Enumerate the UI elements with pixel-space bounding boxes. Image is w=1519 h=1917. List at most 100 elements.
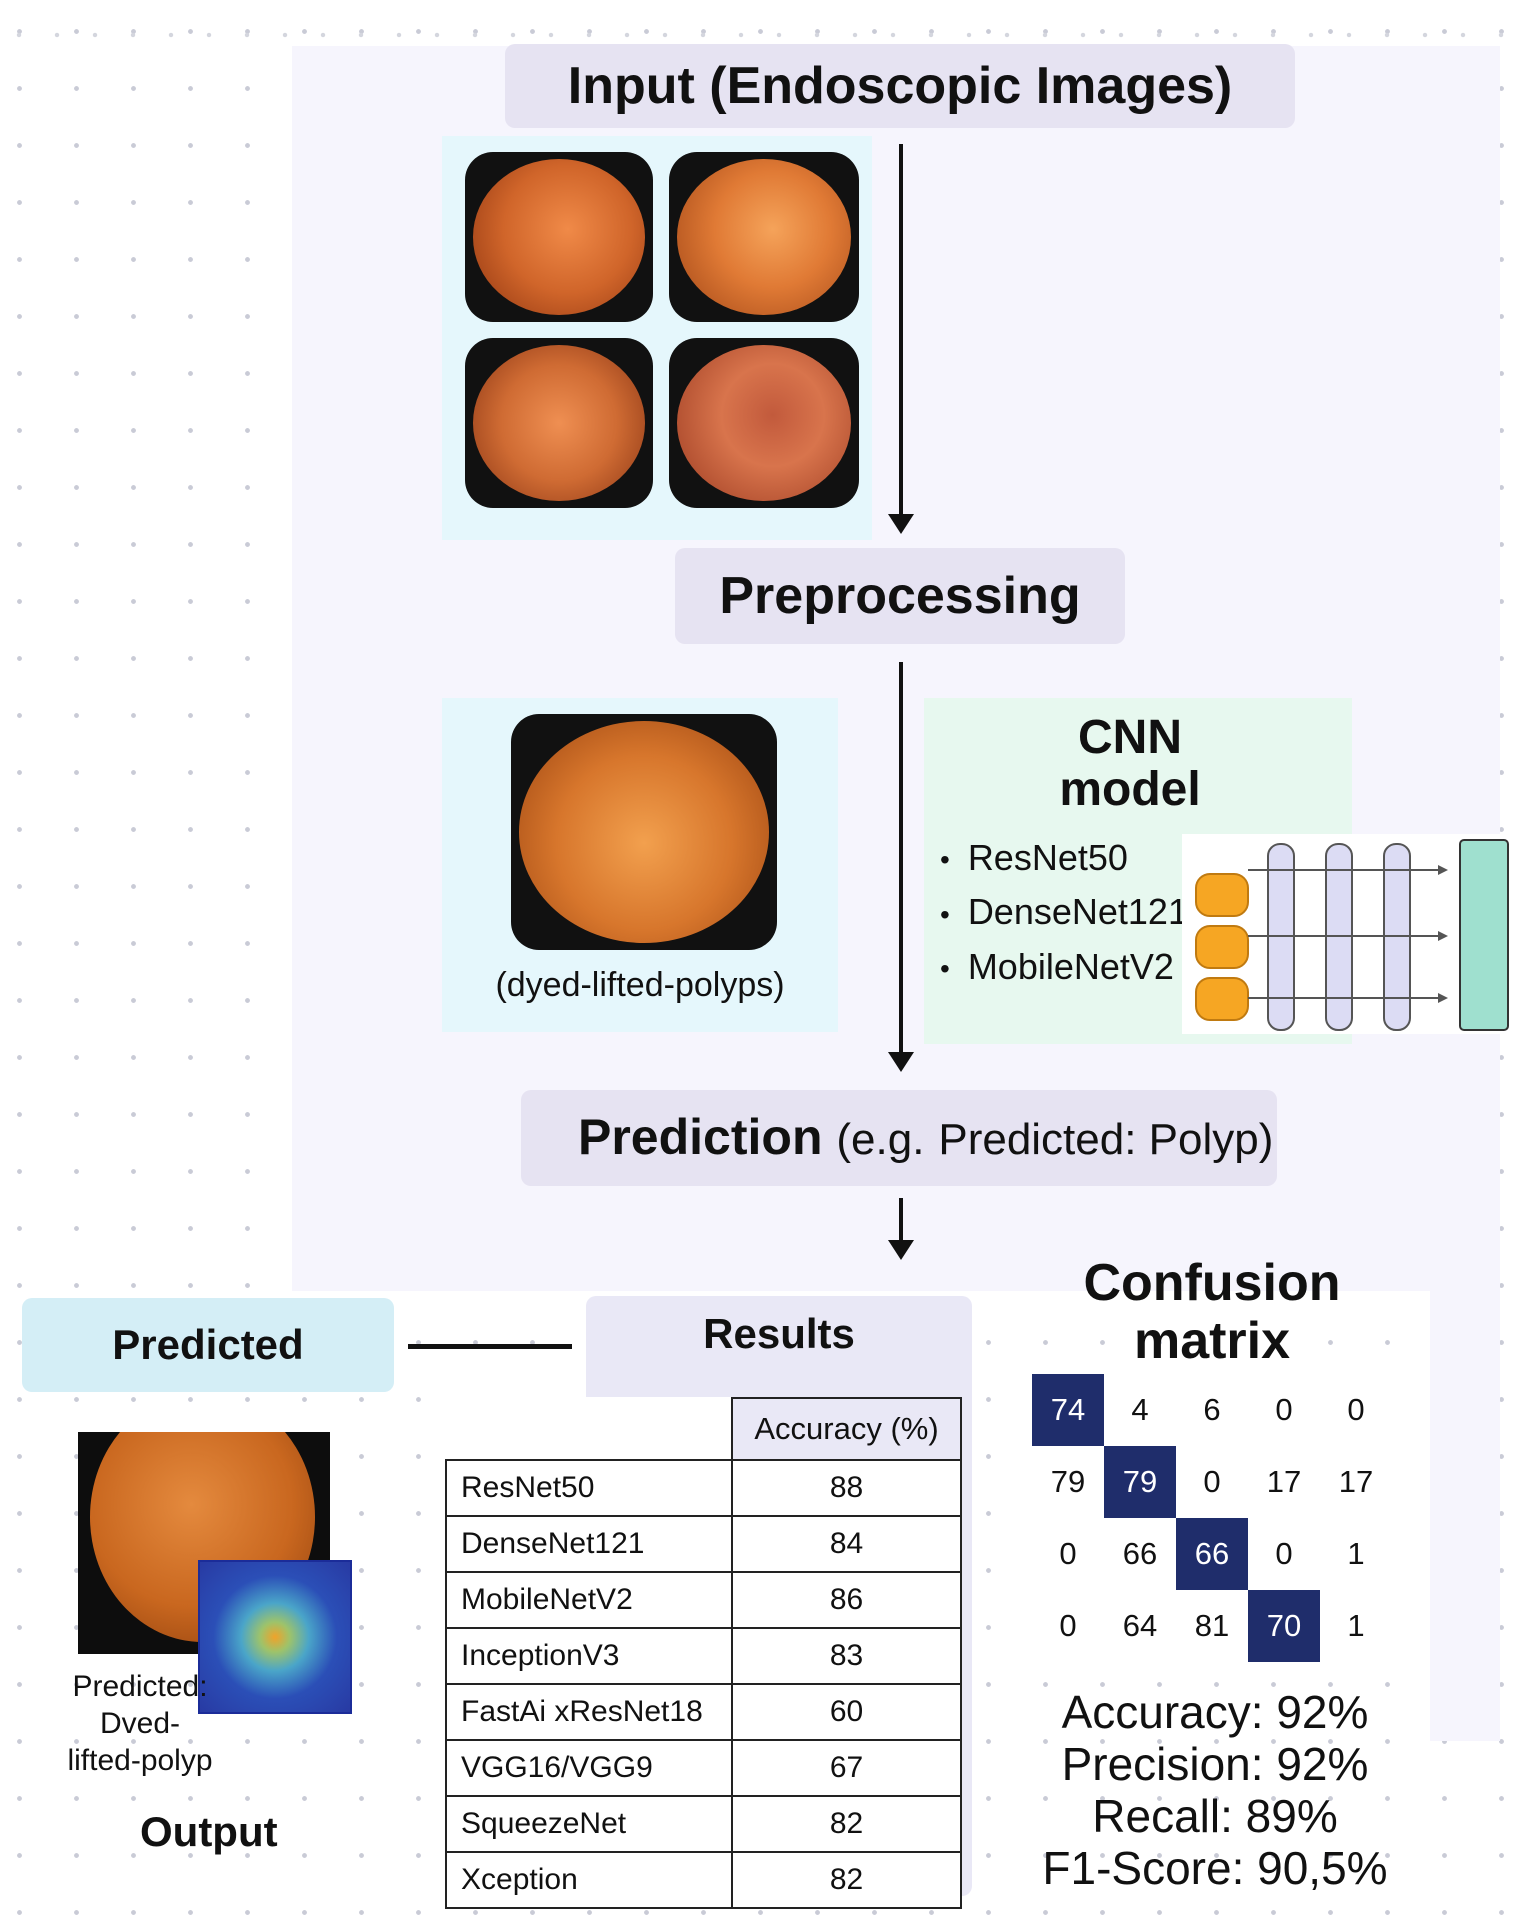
input-node xyxy=(1195,873,1249,917)
confusion-matrix-title: Confusion matrix xyxy=(1030,1254,1394,1370)
confusion-matrix-cell: 64 xyxy=(1122,1608,1158,1643)
predicted-title-box: Predicted xyxy=(22,1298,394,1392)
arrow-right-icon xyxy=(1438,993,1448,1003)
predicted-results-connector xyxy=(408,1344,572,1349)
predicted-class-line3: lifted-polyp xyxy=(67,1744,213,1777)
confusion-matrix-cell: 81 xyxy=(1194,1608,1230,1643)
cnn-network-diagram xyxy=(1182,834,1509,1034)
cnn-model-item: MobileNetV2 xyxy=(940,941,1188,995)
prediction-box xyxy=(521,1090,1277,1186)
prediction-example: (e.g. xyxy=(836,1115,925,1164)
confusion-matrix-cell: 4 xyxy=(1131,1392,1149,1427)
results-title: Results xyxy=(703,1310,855,1357)
confusion-matrix-cell: 74 xyxy=(1032,1374,1104,1446)
predicted-class-line2: Dved- xyxy=(99,1707,181,1740)
confusion-matrix-cell: 66 xyxy=(1122,1536,1158,1571)
accuracy-cell: 82 xyxy=(731,1795,962,1853)
confusion-matrix-cell: 1 xyxy=(1347,1536,1365,1571)
confusion-matrix-cell: 66 xyxy=(1176,1518,1248,1590)
input-node xyxy=(1195,925,1249,969)
confusion-matrix-cell: 0 xyxy=(1347,1392,1365,1427)
confusion-matrix-title-line2: matrix xyxy=(1133,1312,1291,1370)
accuracy-column-header: Accuracy (%) xyxy=(731,1397,962,1461)
accuracy-cell: 86 xyxy=(731,1571,962,1629)
arrow-right-icon xyxy=(1438,931,1448,941)
endoscopic-image-1 xyxy=(465,152,653,322)
arrow-down-icon xyxy=(888,1052,914,1072)
predicted-title: Predicted xyxy=(112,1321,304,1368)
predicted-class-label: Predicted: Dved- lifted-polyp xyxy=(40,1668,240,1779)
preprocessed-endoscopic-image xyxy=(511,714,777,950)
predicted-class-line1: Predicted: xyxy=(72,1670,208,1703)
metric-f1-score: F1-Score: 90,5% xyxy=(1042,1842,1388,1894)
input-node xyxy=(1195,977,1249,1021)
metric-precision: Precision: 92% xyxy=(1061,1738,1369,1790)
model-name-cell: FastAi xResNet18 xyxy=(445,1683,733,1741)
confusion-matrix-cell: 0 xyxy=(1059,1608,1077,1643)
model-name-cell: Xception xyxy=(445,1851,733,1909)
model-name-cell: SqueezeNet xyxy=(445,1795,733,1853)
model-name-cell: VGG16/VGG9 xyxy=(445,1739,733,1797)
accuracy-cell: 67 xyxy=(731,1739,962,1797)
prediction-heatmap xyxy=(198,1560,352,1714)
model-name-cell: InceptionV3 xyxy=(445,1627,733,1685)
pipeline-panel-extension xyxy=(1430,1291,1500,1741)
arrow-down-icon xyxy=(888,514,914,534)
confusion-matrix-cell: 0 xyxy=(1275,1392,1293,1427)
preprocessing-title-box: Preprocessing xyxy=(675,548,1125,644)
cnn-title-line1: CNN xyxy=(1078,711,1182,764)
cnn-model-item: ResNet50 xyxy=(940,832,1188,886)
preprocessing-title: Preprocessing xyxy=(719,567,1081,625)
prediction-text: Prediction (e.g. Predicted: Polyp) xyxy=(578,1108,1273,1166)
model-name-cell: DenseNet121 xyxy=(445,1515,733,1573)
metric-accuracy: Accuracy: 92% xyxy=(1061,1686,1369,1738)
accuracy-cell: 60 xyxy=(731,1683,962,1741)
confusion-matrix-cell: 17 xyxy=(1338,1464,1374,1499)
cnn-model-item: DenseNet121 xyxy=(940,886,1188,940)
confusion-matrix-cell: 0 xyxy=(1059,1536,1077,1571)
prediction-example-value: Predicted: Polyp) xyxy=(938,1115,1274,1164)
confusion-matrix-grid: 74 4 6 0 0 79 79 0 17 17 0 66 66 0 1 0 6… xyxy=(1032,1374,1392,1662)
cnn-title-line2: model xyxy=(1059,763,1201,816)
model-name-cell: ResNet50 xyxy=(445,1459,733,1517)
endoscopic-image-3 xyxy=(465,338,653,508)
preprocessed-caption: (dyed-lifted-polyps) xyxy=(495,966,785,1004)
cnn-title: CNN model xyxy=(1000,712,1260,816)
confusion-matrix-cell: 17 xyxy=(1266,1464,1302,1499)
endoscopic-image-2 xyxy=(669,152,859,322)
arrow-preprocessing-to-prediction-line xyxy=(899,662,903,1052)
arrow-input-to-preprocessing-line xyxy=(899,144,903,514)
results-header-row: Accuracy (%) xyxy=(446,1397,962,1461)
endoscopic-image-4 xyxy=(669,338,859,508)
confusion-matrix-cell: 0 xyxy=(1203,1464,1221,1499)
confusion-matrix-title-line1: Confusion xyxy=(1083,1254,1341,1312)
arrow-down-icon xyxy=(888,1240,914,1260)
metrics-summary: Accuracy: 92% Precision: 92% Recall: 89%… xyxy=(1030,1686,1400,1894)
results-header-empty xyxy=(446,1398,732,1460)
confusion-matrix-cell: 79 xyxy=(1050,1464,1086,1499)
arrow-right-icon xyxy=(1438,865,1448,875)
confusion-matrix-cell: 79 xyxy=(1104,1446,1176,1518)
accuracy-cell: 82 xyxy=(731,1851,962,1909)
accuracy-cell: 83 xyxy=(731,1627,962,1685)
cnn-model-list: ResNet50 DenseNet121 MobileNetV2 xyxy=(940,832,1188,995)
arrow-prediction-to-results-line xyxy=(899,1198,903,1242)
input-title-box: Input (Endoscopic Images) xyxy=(505,44,1295,128)
confusion-matrix-cell: 70 xyxy=(1248,1590,1320,1662)
confusion-matrix-cell: 1 xyxy=(1347,1608,1365,1643)
output-label: Output xyxy=(140,1808,278,1855)
output-layer xyxy=(1459,839,1509,1031)
prediction-label: Prediction xyxy=(578,1109,823,1165)
confusion-matrix-cell: 6 xyxy=(1203,1392,1221,1427)
metric-recall: Recall: 89% xyxy=(1092,1790,1338,1842)
input-title: Input (Endoscopic Images) xyxy=(567,57,1233,115)
